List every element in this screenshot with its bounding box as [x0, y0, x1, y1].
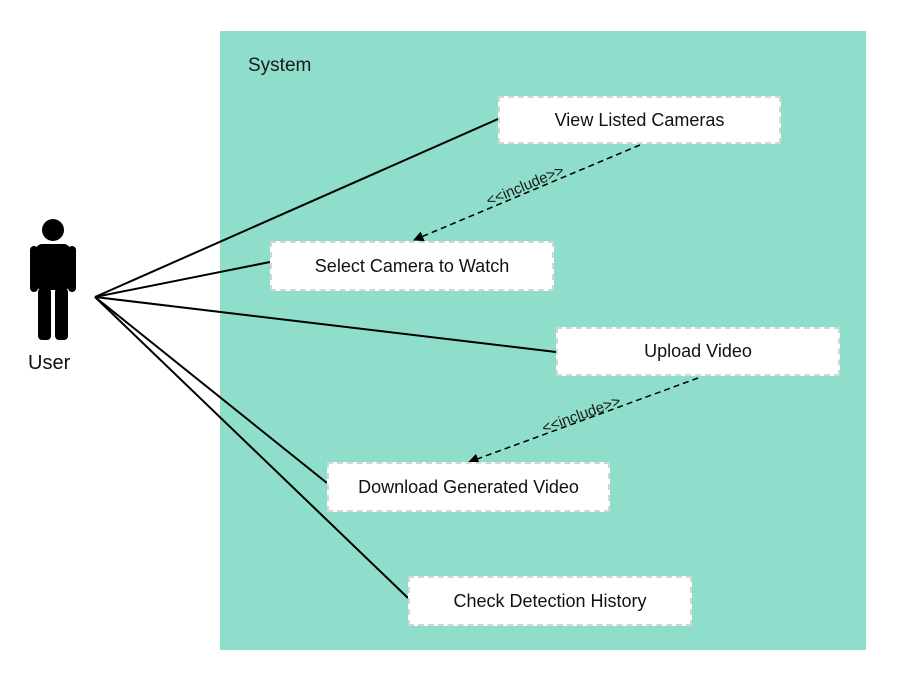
usecase-view-listed-cameras[interactable]: View Listed Cameras — [498, 96, 781, 144]
usecase-download-generated-video[interactable]: Download Generated Video — [327, 462, 610, 512]
usecase-select-camera-to-watch[interactable]: Select Camera to Watch — [270, 241, 554, 291]
system-label: System — [248, 55, 312, 76]
usecase-check-detection-history[interactable]: Check Detection History — [408, 576, 692, 626]
actor-label: User — [28, 352, 71, 374]
user-actor-icon — [30, 219, 76, 340]
usecase-upload-video[interactable]: Upload Video — [556, 327, 840, 376]
